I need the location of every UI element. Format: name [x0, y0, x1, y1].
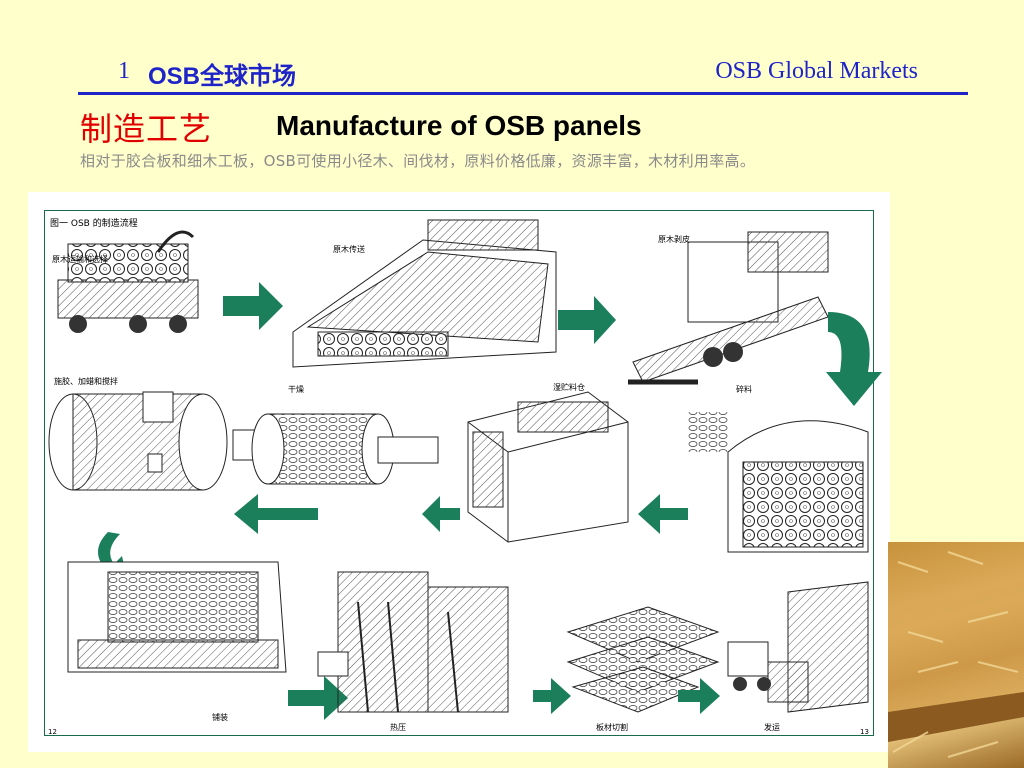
step-label-9: 热压	[390, 723, 406, 732]
header-title: OSB全球市场	[148, 63, 297, 90]
hot-press-illustration	[317, 571, 509, 713]
step-label-6: 碎料	[736, 385, 752, 394]
page-number-left: 12	[48, 728, 57, 736]
header-title-en: OSB Global Markets	[715, 58, 918, 84]
step-label-8: 铺装	[212, 713, 228, 722]
figure-title: 图一 OSB 的制造流程	[50, 219, 138, 229]
arrow-4	[638, 494, 688, 534]
step-label-2: 原木传送	[333, 245, 365, 254]
blender-illustration	[48, 391, 228, 491]
header-rule	[78, 92, 968, 95]
process-illustration	[48, 219, 882, 720]
header-number: 1	[118, 58, 130, 84]
step-label-10: 板材切割	[596, 723, 628, 732]
step-label-11: 发运	[764, 723, 780, 732]
osb-photo	[888, 542, 1024, 768]
log-truck-illustration	[57, 230, 199, 333]
process-figure: 图一 OSB 的制造流程	[28, 192, 890, 752]
slide-title-cn: 制造工艺	[80, 110, 213, 148]
panel-cutting-illustration	[566, 606, 720, 713]
arrow-10	[678, 678, 720, 714]
step-label-4: 干燥	[288, 385, 304, 394]
arrow-6	[234, 494, 318, 534]
arrow-8	[288, 676, 348, 720]
debarker-illustration	[628, 231, 829, 385]
shipping-illustration	[727, 581, 869, 713]
arrow-2	[558, 296, 616, 344]
step-label-3: 原木剥皮	[658, 235, 690, 244]
slide-subtitle: 相对于胶合板和细木工板，OSB可使用小径木、间伐材，原料价格低廉，资源丰富，木材…	[80, 152, 756, 170]
arrow-1	[223, 282, 283, 330]
figure-frame	[44, 210, 874, 736]
arrow-9	[533, 678, 571, 714]
page-number-right: 13	[860, 728, 869, 736]
arrow-5	[422, 496, 460, 532]
flaker-illustration	[688, 412, 869, 553]
step-label-7: 施胶、加蜡和搅拌	[54, 377, 118, 386]
step-label-5: 湿贮料仓	[553, 383, 585, 392]
forming-illustration	[67, 561, 287, 673]
dryer-illustration	[232, 413, 439, 485]
log-conveyor-illustration	[292, 219, 557, 368]
arrow-3	[826, 312, 882, 406]
step-label-1: 原木运输和选择	[52, 255, 108, 264]
slide-title-en: Manufacture of OSB panels	[276, 110, 642, 141]
wet-bin-illustration	[467, 391, 629, 543]
